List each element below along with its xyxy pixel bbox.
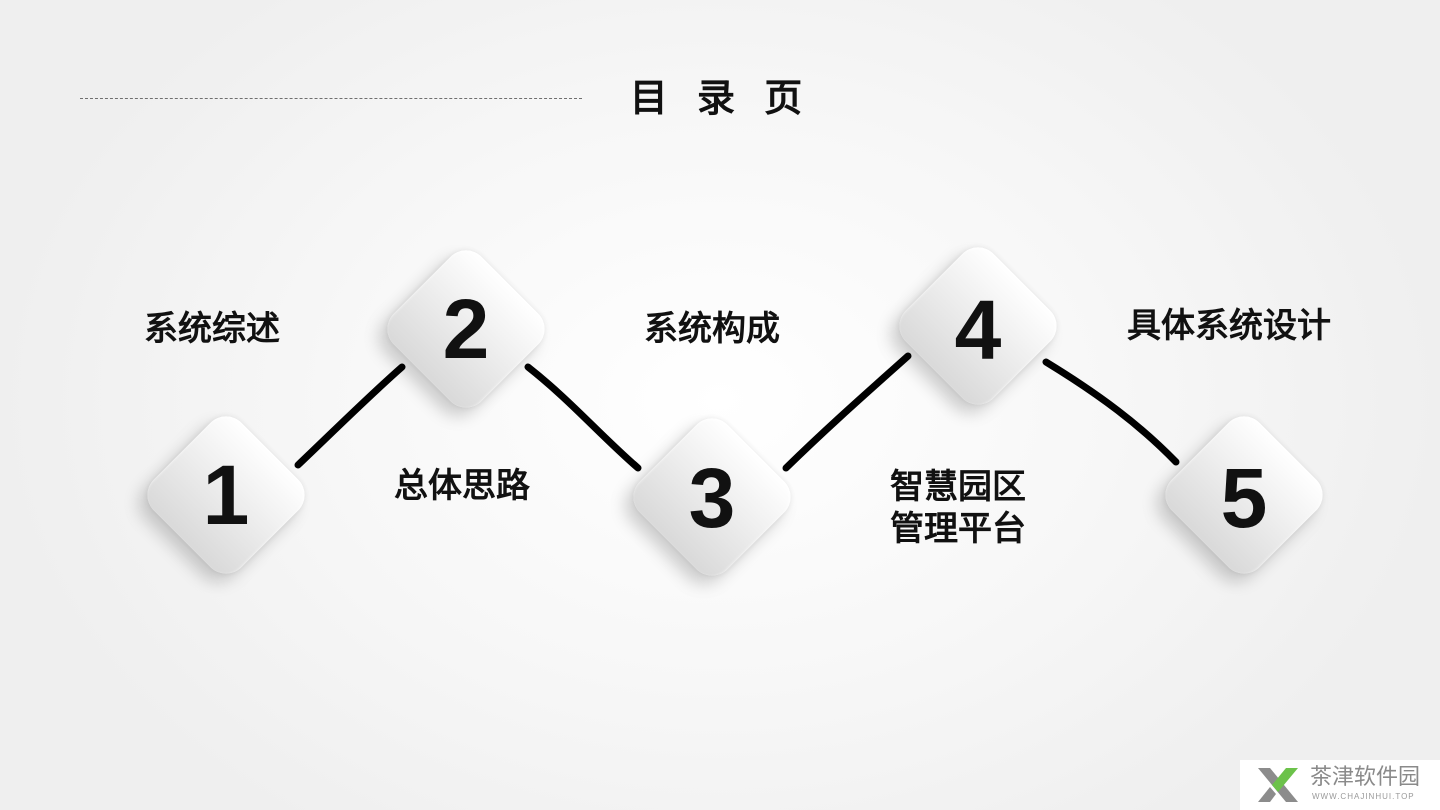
- connector-line-2-3: [524, 363, 642, 472]
- watermark: 茶津软件园 WWW.CHAJINHUI.TOP: [1240, 760, 1440, 810]
- step-1-number: 1: [202, 448, 250, 542]
- step-3-label: 系统构成: [644, 309, 780, 349]
- page-title: 目 录 页: [629, 76, 811, 120]
- step-2-label: 总体思路: [394, 466, 530, 506]
- step-4-label-line-1: 智慧园区: [890, 467, 1026, 507]
- connector-line-3-4: [782, 352, 912, 472]
- step-1-label: 系统综述: [144, 309, 280, 349]
- step-3-number: 3: [688, 451, 736, 545]
- title-divider: [80, 98, 582, 99]
- step-5-label: 具体系统设计: [1127, 306, 1331, 346]
- watermark-url: WWW.CHAJINHUI.TOP: [1312, 792, 1415, 801]
- watermark-logo-icon: [1258, 768, 1298, 802]
- connector-line-4-5: [1042, 358, 1180, 466]
- watermark-name: 茶津软件园: [1310, 765, 1421, 790]
- step-4-label-line-2: 管理平台: [890, 509, 1026, 549]
- connector-line-1-2: [294, 363, 406, 469]
- step-2-number: 2: [442, 282, 490, 376]
- step-4-label: 智慧园区 管理平台: [890, 466, 1026, 550]
- step-4-number: 4: [954, 283, 1002, 377]
- step-5-number: 5: [1220, 451, 1268, 545]
